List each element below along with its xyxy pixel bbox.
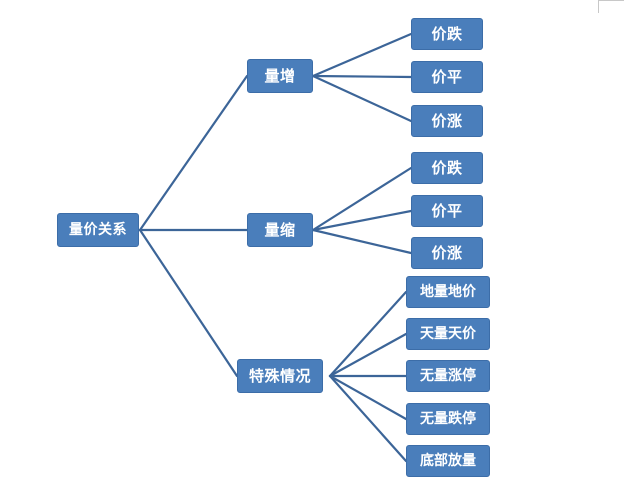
node-leaf-limit-up-no-volume[interactable]: 无量涨停 <box>406 360 490 392</box>
connector-branch-3-leaf-2 <box>328 332 408 378</box>
node-branch-special-cases[interactable]: 特殊情况 <box>237 359 323 393</box>
connector-branch-3-leaf-5 <box>328 374 408 463</box>
node-branch-volume-down[interactable]: 量缩 <box>247 213 313 247</box>
connector-root-to-branch-1 <box>138 74 249 232</box>
page-corner-mark <box>598 0 624 13</box>
node-leaf-volume-up-price-down[interactable]: 价跌 <box>411 18 483 50</box>
node-leaf-high-volume-high-price[interactable]: 天量天价 <box>406 318 490 350</box>
connector-branch-2-leaf-3 <box>311 228 413 255</box>
node-leaf-volume-down-price-down[interactable]: 价跌 <box>411 152 483 184</box>
connector-root-to-branch-3 <box>138 228 239 378</box>
connector-branch-1-leaf-3 <box>311 74 413 123</box>
node-leaf-limit-down-no-volume[interactable]: 无量跌停 <box>406 403 490 435</box>
node-root[interactable]: 量价关系 <box>57 213 139 247</box>
node-leaf-low-volume-low-price[interactable]: 地量地价 <box>406 276 490 308</box>
node-leaf-volume-up-price-flat[interactable]: 价平 <box>411 61 483 93</box>
node-leaf-volume-down-price-flat[interactable]: 价平 <box>411 195 483 227</box>
connector-branch-1-leaf-1 <box>311 32 413 78</box>
connector-branch-3-leaf-4 <box>328 374 408 421</box>
node-leaf-volume-down-price-up[interactable]: 价涨 <box>411 237 483 269</box>
connector-branch-2-leaf-1 <box>311 166 413 232</box>
connector-branch-1-leaf-2 <box>311 74 413 79</box>
node-leaf-bottom-volume-release[interactable]: 底部放量 <box>406 445 490 477</box>
node-leaf-volume-up-price-up[interactable]: 价涨 <box>411 105 483 137</box>
node-branch-volume-up[interactable]: 量增 <box>247 59 313 93</box>
connector-branch-3-leaf-1 <box>328 290 408 378</box>
connector-branch-2-leaf-2 <box>311 209 413 232</box>
